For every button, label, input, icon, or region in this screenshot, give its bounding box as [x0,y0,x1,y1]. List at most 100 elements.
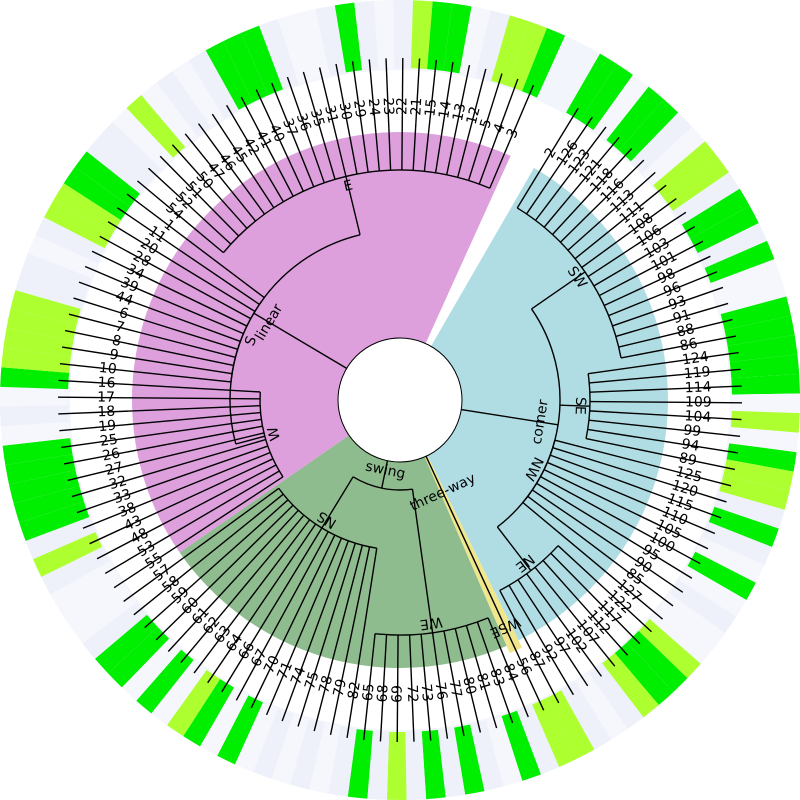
leaf-connector-18 [58,410,133,415]
annotation-wedge-10 [1,347,71,373]
leaf-branch-81 [465,625,477,658]
leaf-branch-15 [423,133,430,172]
leaf-label-30: 30 [335,101,354,122]
leaf-connector-74 [281,651,309,722]
annotation-wedge-23 [373,0,395,69]
clade-sector-corner [427,167,668,641]
leaf-branch-13 [446,137,456,175]
annotation-wedge-98 [697,223,767,268]
leaf-connector-69 [396,667,399,742]
leaf-label-34: 34 [124,261,147,283]
annotation-wedge-70 [217,695,263,765]
leaf-connector-109 [667,401,742,404]
leaf-connector-31 [318,67,338,140]
leaf-connector-94 [664,440,738,454]
annotation-wedge-68 [367,730,390,800]
leaf-connector-78 [313,659,334,732]
leaf-connector-34 [91,250,159,285]
leaf-label-44: 44 [113,288,135,309]
clade-stem-corner [461,408,559,426]
tree-branches [132,132,668,668]
annotation-wedge-108 [663,156,729,212]
annotation-wedge-50 [126,94,186,158]
annotation-wedge-1 [74,151,140,207]
leaf-connector-19 [59,423,134,432]
leaf-connector-50 [171,144,223,201]
leaf-branch-59 [199,499,289,579]
leaf-branch-21 [412,132,417,171]
annotation-wedge-93 [710,259,781,299]
leaf-branch-87 [499,590,526,638]
leaf-label-98: 98 [655,266,678,288]
leaf-connector-24 [368,59,377,134]
leaf-connector-76 [436,665,449,739]
leaf-connector-71 [265,646,297,716]
annotation-wedge-111 [653,141,718,198]
leaf-connector-72 [410,667,415,742]
leaf-label-42: 42 [240,135,263,158]
subclade-stem-NS [321,476,354,529]
annotation-wedge-82 [328,726,357,797]
leaf-connector-107 [567,608,616,667]
leaf-branch-84 [487,617,502,649]
annotation-wedge-101 [690,205,759,254]
leaf-connector-15 [427,59,438,134]
leaf-connector-114 [667,385,742,390]
leaf-label-27: 27 [104,459,125,479]
leaf-branch-101 [598,274,638,297]
annotation-wedge-27 [9,470,80,504]
leaf-connector-98 [642,255,711,289]
leaf-branch-28 [164,271,252,320]
leaf-connector-101 [637,240,704,277]
leaf-label-38: 38 [116,499,139,521]
leaf-branch-121 [543,193,573,228]
leaf-label-15: 15 [422,98,440,117]
leaf-branch-16 [132,383,261,393]
leaf-branch-108 [581,241,617,269]
annotation-wedge-115 [708,506,779,548]
leaf-connector-92 [535,630,575,696]
leaf-branch-57 [183,487,280,559]
annotation-wedge-114 [731,373,800,395]
leaf-label-71: 71 [274,659,296,682]
annotation-wedge-119 [729,354,800,379]
leaf-branch-9 [135,357,233,375]
annotation-wedge-26 [5,454,76,485]
leaf-label-9: 9 [108,347,119,364]
leaf-branch-38 [151,451,271,502]
leaf-connector-97 [546,623,589,687]
leaf-connector-11 [116,207,179,250]
leaf-connector-120 [655,479,727,503]
leaf-connector-104 [667,414,742,421]
leaf-branch-95 [536,482,630,541]
annotation-wedge-83 [501,710,541,781]
leaf-branch-25 [134,418,262,438]
leaf-label-22: 22 [394,97,410,115]
leaf-branch-102 [526,573,559,617]
leaf-branch-106 [587,252,625,278]
annotation-wedge-45 [172,60,225,128]
leaf-label-82: 82 [345,680,364,700]
annotation-wedge-100 [687,551,756,600]
annotation-wedge-120 [714,491,785,529]
annotation-wedge-41 [205,41,254,110]
leaf-label-120: 120 [670,477,700,500]
leaf-label-41: 41 [252,128,274,151]
leaf-connector-75 [297,655,321,727]
leaf-label-84: 84 [499,661,521,684]
leaf-connector-57 [123,557,184,603]
leaf-branch-50 [221,199,248,229]
annotation-wedge-62 [136,649,194,714]
leaf-branch-11 [177,248,260,305]
subclade-stem-SE [559,404,590,407]
leaf-branch-26 [136,425,263,451]
leaf-label-79: 79 [331,677,350,698]
leaf-branch-92 [508,584,537,632]
leaf-branch-54 [193,227,224,254]
leaf-connector-80 [462,660,482,733]
leaf-connector-5 [479,73,503,145]
leaf-branch-93 [612,311,654,327]
leaf-label-99: 99 [683,422,702,440]
leaf-branch-40 [286,156,305,192]
subclade-stem-NE [496,526,532,571]
